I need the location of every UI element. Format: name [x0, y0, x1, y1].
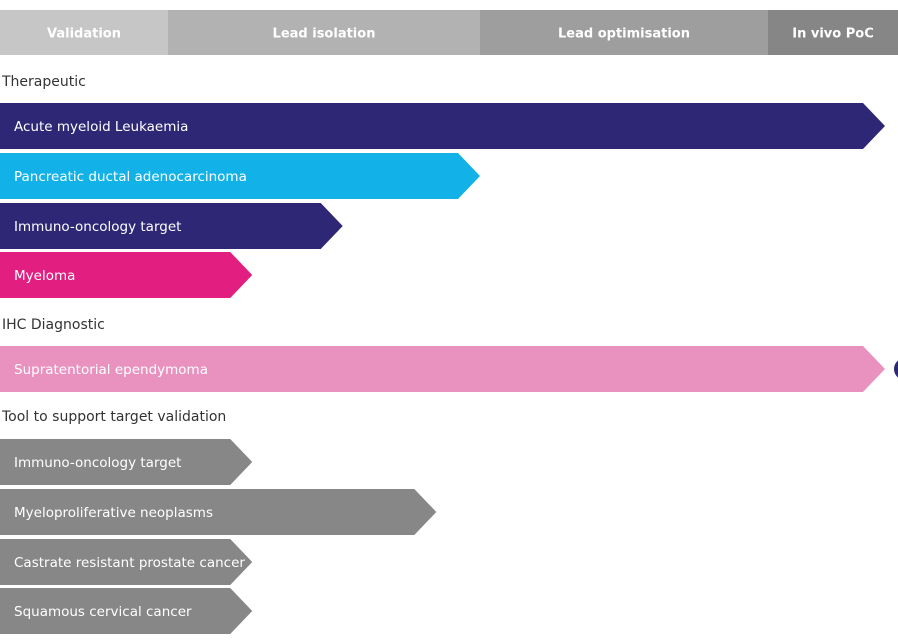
bar-label-1-2: Pancreatic ductal adenocarcinoma	[14, 169, 247, 185]
stage-header-4	[768, 10, 898, 55]
bar-label-2-1: Supratentorial ependymoma	[14, 362, 208, 378]
bar-2-1	[0, 346, 885, 392]
bar-label-3-4: Squamous cervical cancer	[14, 604, 192, 620]
milestone-marker	[894, 360, 898, 378]
bar-label-3-1: Immuno-oncology target	[14, 455, 181, 471]
stage-header-3	[480, 10, 768, 55]
bar-label-1-4: Myeloma	[14, 268, 75, 284]
section-label-2: IHC Diagnostic	[2, 317, 105, 333]
stage-header-2	[168, 10, 480, 55]
stage-label-3: Lead optimisation	[558, 27, 690, 42]
stage-label-4: In vivo PoC	[792, 27, 873, 42]
bar-3-4	[0, 588, 253, 634]
bar-1-2	[0, 153, 480, 199]
section-label-1: Therapeutic	[1, 74, 86, 90]
stage-header-1	[0, 10, 168, 55]
bar-3-1	[0, 439, 253, 485]
bar-1-1	[0, 103, 885, 149]
stage-label-1: Validation	[47, 27, 121, 42]
bar-1-3	[0, 203, 343, 249]
bar-1-4	[0, 252, 253, 298]
bar-label-1-3: Immuno-oncology target	[14, 219, 181, 235]
bar-label-3-3: Castrate resistant prostate cancer	[14, 555, 245, 571]
bar-3-2	[0, 489, 437, 535]
bar-3-3	[0, 539, 253, 585]
stage-label-2: Lead isolation	[273, 27, 376, 42]
bar-label-3-2: Myeloproliferative neoplasms	[14, 505, 213, 521]
bar-label-1-1: Acute myeloid Leukaemia	[14, 119, 188, 135]
section-label-3: Tool to support target validation	[1, 409, 226, 425]
